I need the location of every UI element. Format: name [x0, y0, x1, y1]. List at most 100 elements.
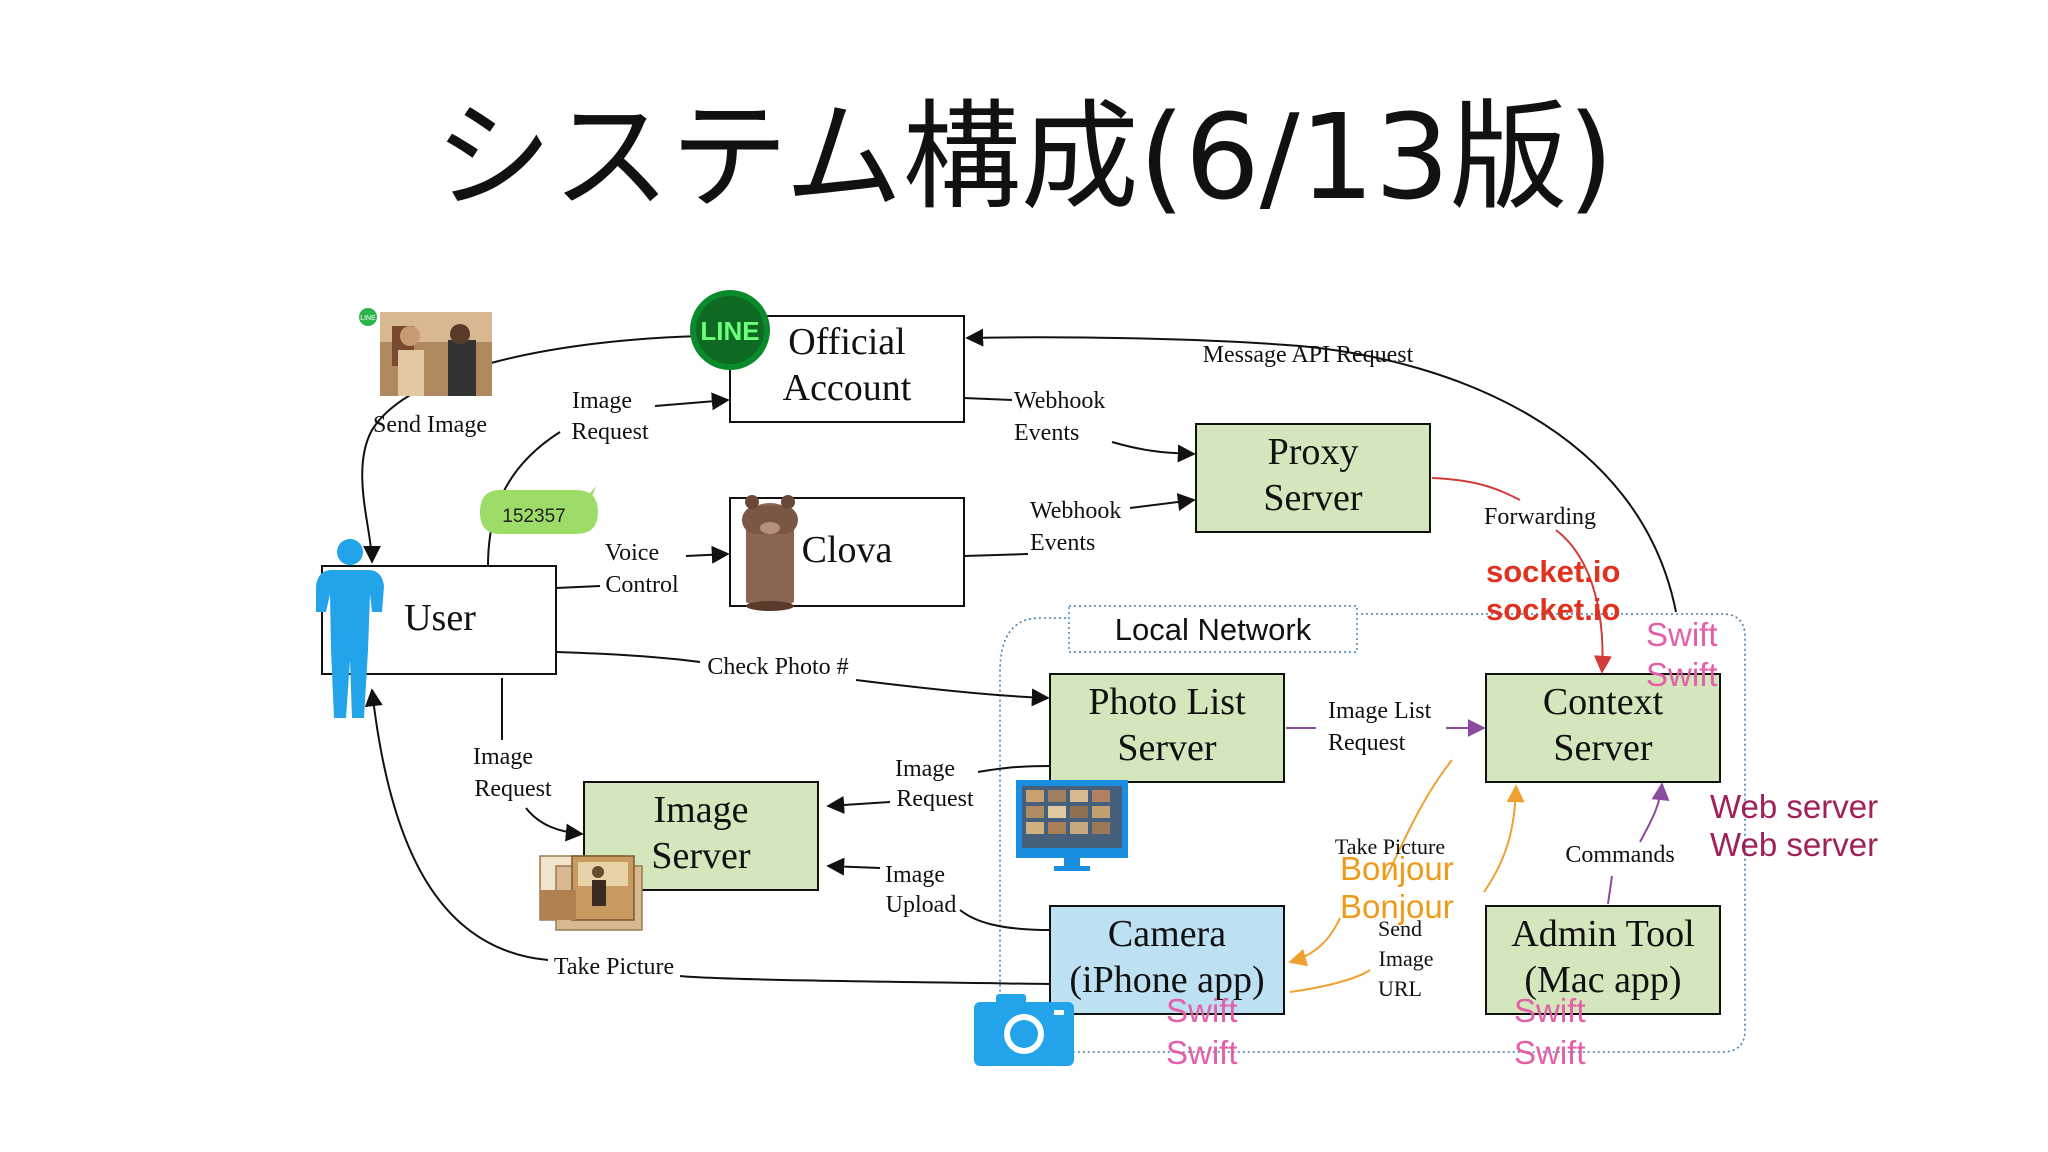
local-network-label: Local Network	[1115, 612, 1312, 647]
label-image-request-top-2: Request	[571, 419, 649, 445]
camera-icon	[974, 994, 1074, 1066]
tech-socketio-2: socket.io	[1486, 592, 1620, 627]
node-official-account-line1: Official	[788, 321, 905, 363]
arrow-take-picture-local	[1384, 759, 1453, 881]
arrow-send-image	[361, 335, 701, 564]
arrow-check-photo	[555, 651, 701, 663]
label-send-image: Send Image	[373, 412, 487, 438]
local-network-label-box	[1068, 605, 1358, 653]
node-camera	[1049, 905, 1285, 1015]
node-admin-tool	[1485, 905, 1721, 1015]
label-image-request-top-1: Image	[572, 388, 632, 414]
label-image-request-left-1: Image	[473, 744, 533, 770]
page-title: システム構成(6/13版)	[434, 88, 1614, 226]
arrow-send-image-url-head	[1483, 784, 1525, 893]
label-image-request-mid-2: Request	[896, 786, 974, 812]
tech-swift-camera-1: Swift	[1166, 992, 1238, 1029]
node-photo-list-server-line1: Photo List	[1088, 681, 1246, 723]
code-bubble: 152357	[480, 486, 598, 534]
person-silhouette-icon	[316, 539, 384, 718]
node-admin-tool-line2: (Mac app)	[1524, 959, 1681, 1001]
arrow-take-picture-bottom-2	[364, 688, 549, 961]
label-voice-control-1: Voice	[605, 540, 659, 566]
node-context-server	[1485, 673, 1721, 783]
arrow-take-picture-local-head	[1288, 917, 1341, 967]
arrow-image-request-top-head	[654, 392, 730, 411]
label-voice-control-2: Control	[605, 572, 679, 598]
node-proxy-server-line1: Proxy	[1268, 431, 1359, 473]
arrow-voice-control-head	[685, 545, 730, 564]
clova-speaker-icon	[742, 495, 798, 611]
node-image-server-line1: Image	[654, 789, 749, 831]
arrow-take-picture-bottom	[679, 975, 1051, 985]
label-image-request-mid-1: Image	[895, 756, 955, 782]
monitor-photo-grid-icon	[1016, 780, 1128, 871]
label-image-upload-1: Image	[885, 862, 945, 888]
photo-stack-icon	[539, 855, 643, 931]
label-image-list-request-2: Request	[1328, 730, 1406, 756]
label-image-list-request-1: Image List	[1328, 698, 1432, 724]
node-official-account-line2: Account	[783, 367, 912, 409]
node-camera-line2: (iPhone app)	[1069, 959, 1264, 1001]
arrow-send-image-url	[1289, 969, 1371, 993]
label-take-picture-bottom: Take Picture	[554, 954, 674, 980]
arrow-message-api-request	[965, 328, 1677, 613]
profile-photo-icon: LINE	[359, 308, 492, 396]
arrow-webhook-1-head	[1111, 441, 1196, 463]
arrow-image-upload-head	[826, 857, 881, 876]
label-image-upload-2: Upload	[886, 892, 957, 918]
tech-swift-admin-2: Swift	[1514, 1034, 1586, 1071]
arrow-webhook-1	[963, 397, 1013, 401]
arrow-webhook-2	[963, 553, 1029, 557]
node-context-server-line2: Server	[1553, 727, 1653, 769]
node-image-server-line2: Server	[651, 835, 751, 877]
label-message-api-request: Message API Request	[1203, 342, 1414, 368]
arrow-image-request-left-head	[525, 807, 584, 842]
svg-text:LINE: LINE	[360, 315, 376, 322]
node-proxy-server-line2: Server	[1263, 477, 1363, 519]
label-webhook-2a: Webhook	[1030, 498, 1121, 524]
node-user-label: User	[404, 597, 476, 639]
node-admin-tool-line1: Admin Tool	[1511, 913, 1695, 955]
arrow-webhook-2-head	[1129, 493, 1196, 511]
node-proxy-server	[1195, 423, 1431, 533]
arrow-voice-control	[555, 585, 601, 589]
label-image-request-left-2: Request	[474, 776, 552, 802]
tech-swift-admin-1: Swift	[1514, 992, 1586, 1029]
node-photo-list-server-line2: Server	[1117, 727, 1217, 769]
label-send-image-url-1: Send	[1378, 916, 1422, 941]
label-send-image-url-3: URL	[1378, 976, 1422, 1001]
arrow-forwarding-head	[1555, 529, 1612, 674]
node-context-server-line1: Context	[1543, 681, 1664, 723]
arrow-commands	[1607, 875, 1613, 905]
tech-swift-context-2: Swift	[1646, 656, 1718, 693]
label-commands: Commands	[1565, 842, 1674, 868]
label-check-photo: Check Photo #	[707, 654, 848, 680]
tech-web-server-1: Web server	[1710, 788, 1878, 825]
local-network-boundary	[999, 613, 1746, 1053]
label-webhook-1b: Events	[1014, 420, 1079, 446]
svg-text:LINE: LINE	[700, 316, 759, 346]
arrow-commands-head	[1639, 782, 1670, 843]
tech-socketio-1: socket.io	[1486, 554, 1620, 589]
node-photo-list-server	[1049, 673, 1285, 783]
arrow-image-upload	[959, 909, 1051, 931]
arrow-image-request-mid	[977, 765, 1051, 773]
svg-text:152357: 152357	[502, 506, 565, 527]
arrow-forwarding	[1431, 477, 1521, 501]
arrow-image-request-mid-head	[826, 795, 891, 814]
tech-web-server-2: Web server	[1710, 826, 1878, 863]
tech-swift-context-1: Swift	[1646, 616, 1718, 653]
node-clova-label: Clova	[802, 529, 893, 571]
node-camera-line1: Camera	[1108, 913, 1226, 955]
label-webhook-2b: Events	[1030, 530, 1095, 556]
arrow-check-photo-head	[855, 679, 1050, 707]
label-take-picture-local: Take Picture	[1335, 834, 1445, 859]
label-send-image-url-2: Image	[1379, 946, 1434, 971]
tech-swift-camera-2: Swift	[1166, 1034, 1238, 1071]
tech-bonjour-2: Bonjour	[1340, 888, 1454, 925]
label-forwarding: Forwarding	[1484, 504, 1596, 530]
label-webhook-1a: Webhook	[1014, 388, 1105, 414]
line-logo-icon: LINE	[690, 290, 770, 370]
